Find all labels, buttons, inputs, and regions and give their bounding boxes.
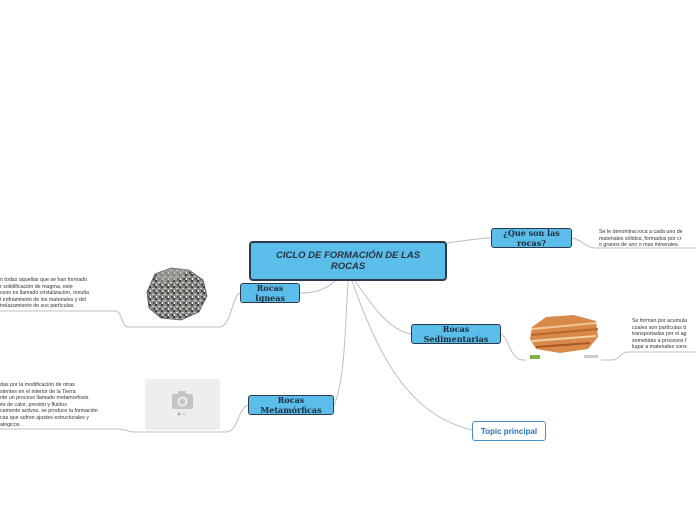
node-metamorficas-label: Rocas Metamórficas: [260, 395, 322, 415]
node-igneas-label: Rocas Ígneas: [255, 283, 285, 303]
node-rocas-sedimentarias[interactable]: Rocas Sedimentarias: [411, 324, 501, 344]
note-que-son: Se le denomina roca a cada uno de materi…: [599, 229, 683, 249]
link-central-igneas: [299, 280, 336, 294]
note-igneas: n todas aquellas que se han formado r so…: [0, 277, 89, 310]
note-metamorficas: das por la modificación de otras stentes…: [0, 382, 98, 428]
sedimentary-rock-image: [526, 309, 601, 361]
link-central-queson: [446, 237, 492, 244]
link-igneas-note: [0, 292, 241, 328]
note-sedimentarias: Se forman por acumula cuales son partícu…: [632, 318, 688, 351]
link-queson-note: [571, 237, 696, 249]
central-topic[interactable]: CICLO DE FORMACIÓN DE LAS ROCAS: [249, 241, 447, 281]
node-que-son-las-rocas[interactable]: ¿Que son las rocas?: [491, 228, 572, 248]
link-central-topic: [351, 280, 473, 431]
image-placeholder[interactable]: [145, 379, 220, 430]
central-topic-title: CICLO DE FORMACIÓN DE LAS ROCAS: [275, 250, 421, 272]
igneous-rock-image: [137, 262, 213, 324]
link-metamorficas-note: [0, 404, 249, 433]
link-sedimentarias-note: [500, 333, 696, 361]
link-central-sedimentarias: [354, 280, 412, 335]
node-topic-principal-label: Topic principal: [480, 426, 538, 436]
node-rocas-igneas[interactable]: Rocas Ígneas: [240, 283, 300, 303]
camera-icon: [172, 391, 193, 416]
node-sedimentarias-label: Rocas Sedimentarias: [423, 324, 489, 344]
node-rocas-metamorficas[interactable]: Rocas Metamórficas: [248, 395, 334, 415]
node-que-son-label: ¿Que son las rocas?: [503, 228, 560, 248]
link-central-metamorficas: [333, 280, 349, 406]
node-topic-principal[interactable]: Topic principal: [472, 421, 546, 441]
